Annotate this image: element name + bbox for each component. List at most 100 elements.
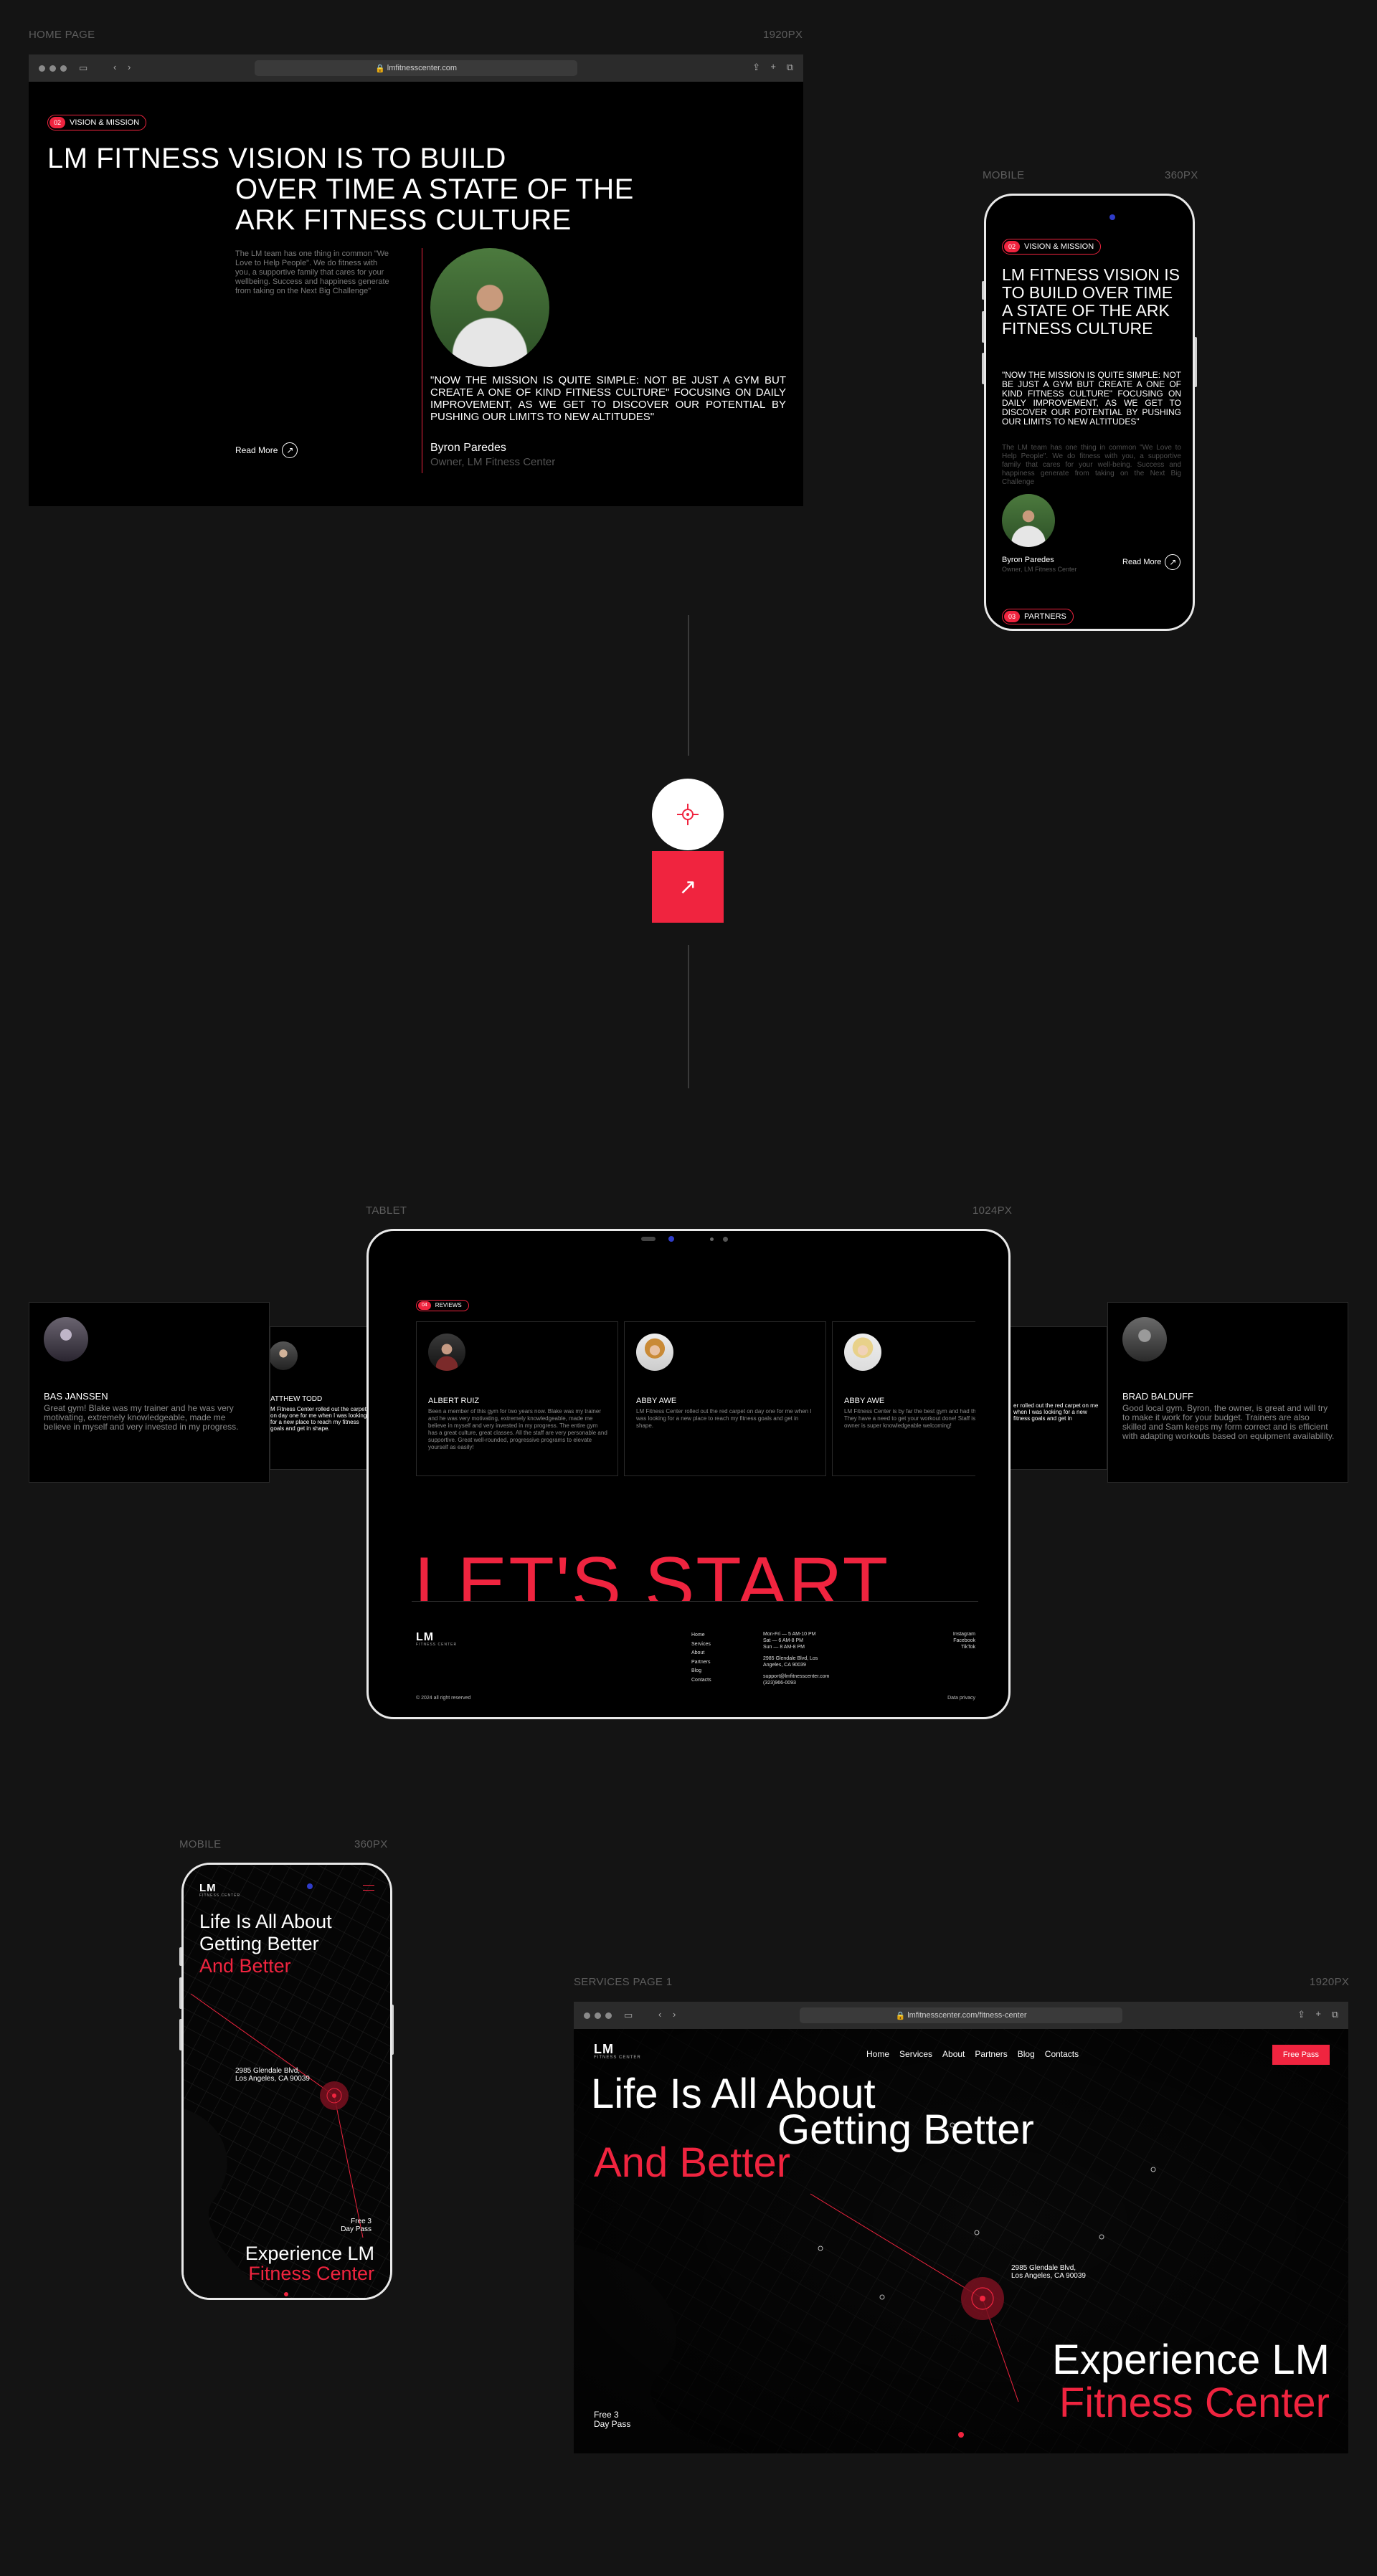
reviewer-name: ALBERT RUIZ [428, 1397, 480, 1405]
caption-home: HOME PAGE [29, 29, 95, 41]
reviewer-name: ABBY AWE [844, 1397, 885, 1405]
address-bar[interactable]: 🔒 lmfitnesscenter.com/fitness-center [800, 2007, 1122, 2023]
hero-headline: Life Is All About Getting Better And Bet… [199, 1911, 332, 1977]
footer-link[interactable]: Partners [691, 1659, 711, 1665]
review-card: er rolled out the red carpet on me when … [1008, 1326, 1107, 1470]
header-logo[interactable]: LM [594, 2042, 614, 2056]
window-controls[interactable] [39, 65, 67, 72]
url-text: lmfitnesscenter.com/fitness-center [907, 2011, 1027, 2020]
footer-link[interactable]: Contacts [691, 1677, 711, 1683]
review-card: BAS JANSSEN Great gym! Blake was my trai… [29, 1302, 270, 1483]
footer-link[interactable]: Services [691, 1641, 711, 1647]
read-more-link[interactable]: Read More↗ [1122, 554, 1181, 570]
address-line: 2985 Glendale Blvd, Los [763, 1656, 818, 1661]
reviewer-avatar [44, 1317, 88, 1361]
tabs-icon[interactable]: ⧉ [786, 62, 793, 72]
window-controls[interactable] [584, 2012, 612, 2019]
phone-button [1194, 337, 1197, 387]
arrow-up-right-icon: ↗ [1165, 554, 1181, 570]
arrow-up-right-icon: ↗ [282, 442, 298, 458]
email-link[interactable]: support@lmfitnesscenter.com [763, 1674, 830, 1679]
reviewer-name: ABBY AWE [636, 1397, 677, 1405]
connector-line [688, 945, 689, 1088]
nav-about[interactable]: About [942, 2049, 965, 2059]
footer-logo-sub: FITNESS CENTER [416, 1643, 458, 1647]
caption-home-size: 1920PX [763, 29, 803, 41]
crosshair-icon [652, 779, 724, 850]
review-card: BRAD BALDUFF Good local gym. Byron, the … [1107, 1302, 1348, 1483]
header-logo-sub: FITNESS CENTER [594, 2055, 641, 2060]
new-tab-icon[interactable]: + [1315, 2008, 1321, 2019]
nav-partners[interactable]: Partners [975, 2049, 1008, 2059]
review-card: ABBY AWE LM Fitness Center is by far the… [832, 1321, 975, 1476]
footer-link[interactable]: About [691, 1650, 705, 1655]
back-icon[interactable]: ‹ [113, 62, 117, 72]
nav-home[interactable]: Home [866, 2049, 890, 2059]
footer-link[interactable]: Home [691, 1632, 705, 1638]
reviewer-name: BAS JANSSEN [44, 1391, 108, 1402]
camera [668, 1236, 674, 1242]
reviewer-avatar [636, 1334, 673, 1371]
nav-services[interactable]: Services [899, 2049, 933, 2059]
social-link[interactable]: Instagram [952, 1632, 975, 1637]
free-pass-button[interactable]: Free Pass [1272, 2045, 1330, 2065]
vision-headline: LM FITNESS VISION IS TO BUILD OVER TIME … [47, 143, 634, 236]
phone-button [391, 2005, 394, 2055]
free-pass-link[interactable]: Free 3 Day Pass [341, 2218, 372, 2233]
owner-photo [1002, 494, 1055, 547]
nav-contacts[interactable]: Contacts [1044, 2049, 1079, 2059]
tablet-sensor [641, 1237, 656, 1241]
gym-address: 2985 Glendale Blvd, Los Angeles, CA 9003… [235, 2067, 310, 2083]
phone-button [179, 1977, 182, 2009]
review-text: Good local gym. Byron, the owner, is gre… [1122, 1403, 1335, 1441]
social-links: Instagram Facebook TikTok [935, 1631, 975, 1650]
services-browser: ▭ ‹ › 🔒 lmfitnesscenter.com/fitness-cent… [574, 2002, 1348, 2453]
phone-link[interactable]: (323)966-0093 [763, 1681, 796, 1686]
footer-link[interactable]: Blog [691, 1668, 702, 1673]
reviewer-avatar [844, 1334, 881, 1371]
review-text: M Fitness Center rolled out the carpet o… [270, 1406, 367, 1432]
footer-contacts: Mon-Fri — 5 AM-10 PM Sat — 6 AM-8 PM Sun… [763, 1631, 829, 1686]
address-line: Angeles, CA 90039 [763, 1663, 806, 1668]
hours-line: Sun — 8 AM-8 PM [763, 1645, 805, 1650]
social-link[interactable]: Facebook [953, 1638, 975, 1643]
hero-line1: Life Is All About [591, 2071, 876, 2117]
nav-blog[interactable]: Blog [1017, 2049, 1035, 2059]
hamburger-menu-icon[interactable] [363, 1885, 374, 1891]
back-icon[interactable]: ‹ [658, 2009, 662, 2020]
address-bar[interactable]: 🔒 lmfitnesscenter.com [255, 60, 577, 76]
owner-photo [430, 248, 549, 367]
sidebar-icon[interactable]: ▭ [624, 2010, 633, 2020]
header-logo-sub: FITNESS CENTER [199, 1893, 241, 1898]
city-map [574, 2029, 1348, 2453]
social-link[interactable]: TikTok [961, 1645, 975, 1650]
forward-icon[interactable]: › [673, 2009, 676, 2020]
share-icon[interactable]: ⇪ [1297, 2009, 1305, 2020]
reviewer-avatar [428, 1334, 465, 1371]
review-card: ALBERT RUIZ Been a member of this gym fo… [416, 1321, 618, 1476]
scroll-indicator [958, 2432, 964, 2438]
author-name: Byron Paredes [430, 442, 506, 454]
read-more-link[interactable]: Read More↗ [235, 442, 298, 458]
forward-icon[interactable]: › [128, 62, 131, 72]
tabs-icon[interactable]: ⧉ [1331, 2009, 1338, 2020]
camera [1109, 214, 1115, 220]
share-icon[interactable]: ⇪ [752, 62, 760, 72]
review-text: LM Fitness Center rolled out the red car… [636, 1408, 812, 1429]
new-tab-icon[interactable]: + [770, 61, 776, 72]
reviewer-avatar [1122, 1317, 1167, 1361]
footer-logo[interactable]: LM [416, 1631, 435, 1643]
free-pass-link[interactable]: Free 3 Day Pass [594, 2410, 631, 2429]
footer-divider [412, 1601, 978, 1602]
privacy-link[interactable]: Data privacy [947, 1696, 975, 1701]
scroll-indicator [284, 2292, 288, 2296]
author-role: Owner, LM Fitness Center [1002, 566, 1077, 573]
caption-services-size: 1920PX [1310, 1976, 1350, 1988]
sidebar-icon[interactable]: ▭ [79, 62, 88, 73]
reviewer-avatar [270, 1341, 298, 1370]
header-logo[interactable]: LM [199, 1882, 217, 1894]
hours-line: Sat — 6 AM-8 PM [763, 1638, 804, 1643]
review-text: LM Fitness Center is by far the best gym… [844, 1408, 975, 1429]
camera [723, 1237, 728, 1242]
